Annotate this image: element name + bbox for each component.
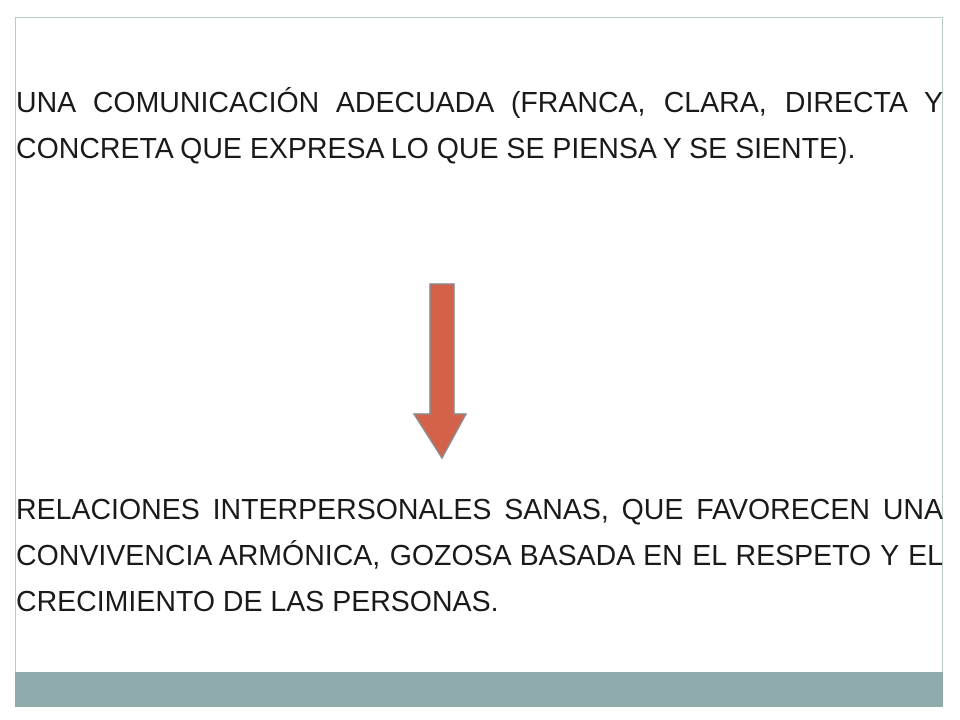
footer-bar [15, 672, 943, 707]
statement-communication: UNA COMUNICACIÓN ADECUADA (FRANCA, CLARA… [16, 87, 943, 165]
statement-relationships: RELACIONES INTERPERSONALES SANAS, QUE FA… [16, 494, 943, 618]
arrow-down-icon [412, 283, 468, 460]
